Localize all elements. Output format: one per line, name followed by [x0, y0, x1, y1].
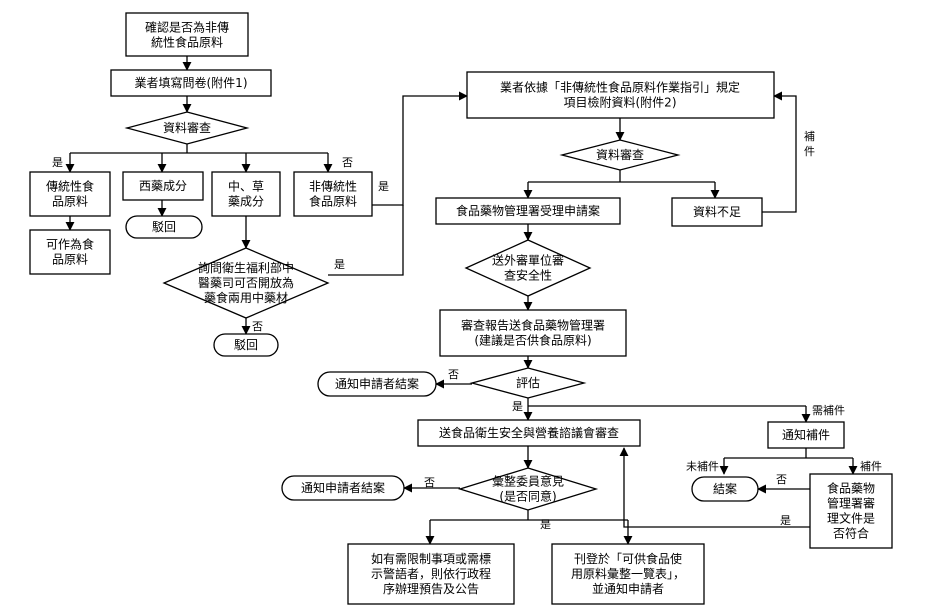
label-no-evaluate: 否	[448, 368, 459, 381]
svg-text:資料不足: 資料不足	[693, 205, 741, 219]
edge-check-committee	[619, 447, 810, 528]
node-notify-close1: 通知申請者結案	[317, 371, 437, 397]
node-insufficient: 資料不足	[671, 197, 763, 227]
svg-text:食品藥物管理署受理申請案: 食品藥物管理署受理申請案	[456, 203, 600, 218]
edge-insufficient-guideline	[762, 91, 797, 213]
node-restrict: 如有需限制事項或需標示警語者，則依行政程序辦理預告及公告	[347, 543, 515, 605]
node-western: 西藥成分	[122, 171, 204, 201]
node-reject1: 駁回	[125, 215, 203, 239]
node-questionnaire: 業者填寫問卷(附件1)	[110, 69, 272, 97]
svg-text:西藥成分: 西藥成分	[139, 179, 187, 193]
node-confirm: 確認是否為非傳統性食品原料	[125, 12, 249, 57]
svg-text:可作為食品原料: 可作為食品原料	[46, 237, 94, 267]
node-guideline: 業者依據「非傳統性食品原料作業指引」規定項目檢附資料(附件2)	[466, 71, 775, 119]
svg-text:確認是否為非傳統性食品原料: 確認是否為非傳統性食品原料	[145, 20, 229, 50]
edge-consult-yes	[328, 205, 404, 276]
svg-text:業者依據「非傳統性食品原料作業指引」規定項目檢附資料(附件2: 業者依據「非傳統性食品原料作業指引」規定項目檢附資料(附件2)	[500, 80, 740, 110]
svg-text:結案: 結案	[713, 481, 737, 496]
edge-labels: 是 否 是 是 否 補件 否 是 需補件 否 是 未補件 補件 否 是	[52, 130, 882, 531]
node-fda-accept: 食品藥物管理署受理申請案	[435, 197, 621, 225]
svg-text:評估: 評估	[516, 375, 540, 390]
label-need-supplement: 需補件	[812, 404, 845, 417]
svg-text:送食品衛生安全與營養諮議會審查: 送食品衛生安全與營養諮議會審查	[439, 425, 619, 440]
node-traditional: 傳統性食品原料	[29, 171, 111, 217]
label-yes-traditional: 是	[52, 156, 63, 169]
svg-text:詢問衛生福利部中醫藥司可否開放為藥食兩用中藥材: 詢問衛生福利部中醫藥司可否開放為藥食兩用中藥材	[198, 260, 294, 305]
node-committee: 送食品衛生安全與營養諮議會審查	[417, 419, 641, 447]
node-report: 審查報告送食品藥物管理署(建議是否供食品原料)	[439, 309, 627, 357]
svg-text:食品藥物管理署審理文件是否符合: 食品藥物管理署審理文件是否符合	[827, 481, 875, 541]
svg-text:中、草藥成分: 中、草藥成分	[228, 179, 264, 209]
label-yes-check: 是	[780, 514, 791, 527]
node-consensus: 彙整委員意見(是否同意)	[457, 467, 599, 511]
node-external: 送外審單位審查安全性	[464, 239, 592, 297]
svg-text:非傳統性食品原料: 非傳統性食品原料	[309, 180, 357, 209]
node-notify-close2: 通知申請者結案	[281, 475, 405, 501]
node-review2: 資料審查	[559, 139, 681, 171]
label-yes-nontraditional: 是	[378, 180, 389, 193]
node-consult: 詢問衛生福利部中醫藥司可否開放為藥食兩用中藥材	[162, 247, 330, 319]
nodes: 確認是否為非傳統性食品原料 業者填寫問卷(附件1) 資料審查 傳統性食品原料 西…	[29, 12, 893, 605]
label-supplement: 補件	[804, 130, 815, 158]
label-not-supplement: 未補件	[686, 460, 719, 473]
svg-text:駁回: 駁回	[234, 338, 258, 352]
label-yes-evaluate: 是	[512, 400, 523, 413]
label-no-nontraditional: 否	[342, 156, 353, 169]
node-can-be-food: 可作為食品原料	[29, 229, 111, 275]
edge-nontrad-guideline	[372, 91, 468, 206]
label-no-check: 否	[776, 473, 787, 486]
svg-text:彙整委員意見(是否同意): 彙整委員意見(是否同意)	[492, 474, 564, 504]
label-yes-consult: 是	[334, 258, 345, 271]
svg-text:駁回: 駁回	[152, 220, 176, 234]
svg-text:傳統性食品原料: 傳統性食品原料	[46, 179, 94, 209]
node-reject2: 駁回	[213, 333, 279, 357]
svg-text:通知申請者結案: 通知申請者結案	[301, 480, 385, 495]
svg-text:資料審查: 資料審查	[163, 120, 211, 135]
node-fda-check: 食品藥物管理署審理文件是否符合	[809, 473, 893, 549]
node-publish: 刊登於「可供食品使用原料彙整一覽表」，並通知申請者	[551, 543, 705, 605]
node-evaluate: 評估	[469, 367, 587, 399]
svg-text:業者填寫問卷(附件1): 業者填寫問卷(附件1)	[135, 75, 248, 90]
node-close: 結案	[691, 476, 759, 502]
node-nontraditional: 非傳統性食品原料	[293, 171, 373, 217]
svg-text:送外審單位審查安全性: 送外審單位審查安全性	[492, 253, 564, 283]
svg-text:通知申請者結案: 通知申請者結案	[335, 376, 419, 391]
svg-text:通知補件: 通知補件	[782, 428, 830, 442]
svg-text:審查報告送食品藥物管理署(建議是否供食品原料): 審查報告送食品藥物管理署(建議是否供食品原料)	[461, 318, 605, 348]
svg-text:資料審查: 資料審查	[596, 147, 644, 162]
edges	[65, 56, 858, 545]
node-review1: 資料審查	[124, 111, 250, 145]
label-no-consult: 否	[252, 320, 263, 333]
svg-text:刊登於「可供食品使用原料彙整一覽表」，並通知申請者: 刊登於「可供食品使用原料彙整一覽表」，並通知申請者	[571, 551, 685, 596]
node-herbal: 中、草藥成分	[211, 171, 281, 217]
svg-text:如有需限制事項或需標示警語者，則依行政程序辦理預告及公告: 如有需限制事項或需標示警語者，則依行政程序辦理預告及公告	[371, 551, 491, 596]
label-no-consensus: 否	[424, 476, 435, 489]
label-yes-consensus: 是	[540, 518, 551, 531]
node-notify-supplement: 通知補件	[767, 421, 845, 449]
label-supplement2: 補件	[860, 460, 882, 473]
